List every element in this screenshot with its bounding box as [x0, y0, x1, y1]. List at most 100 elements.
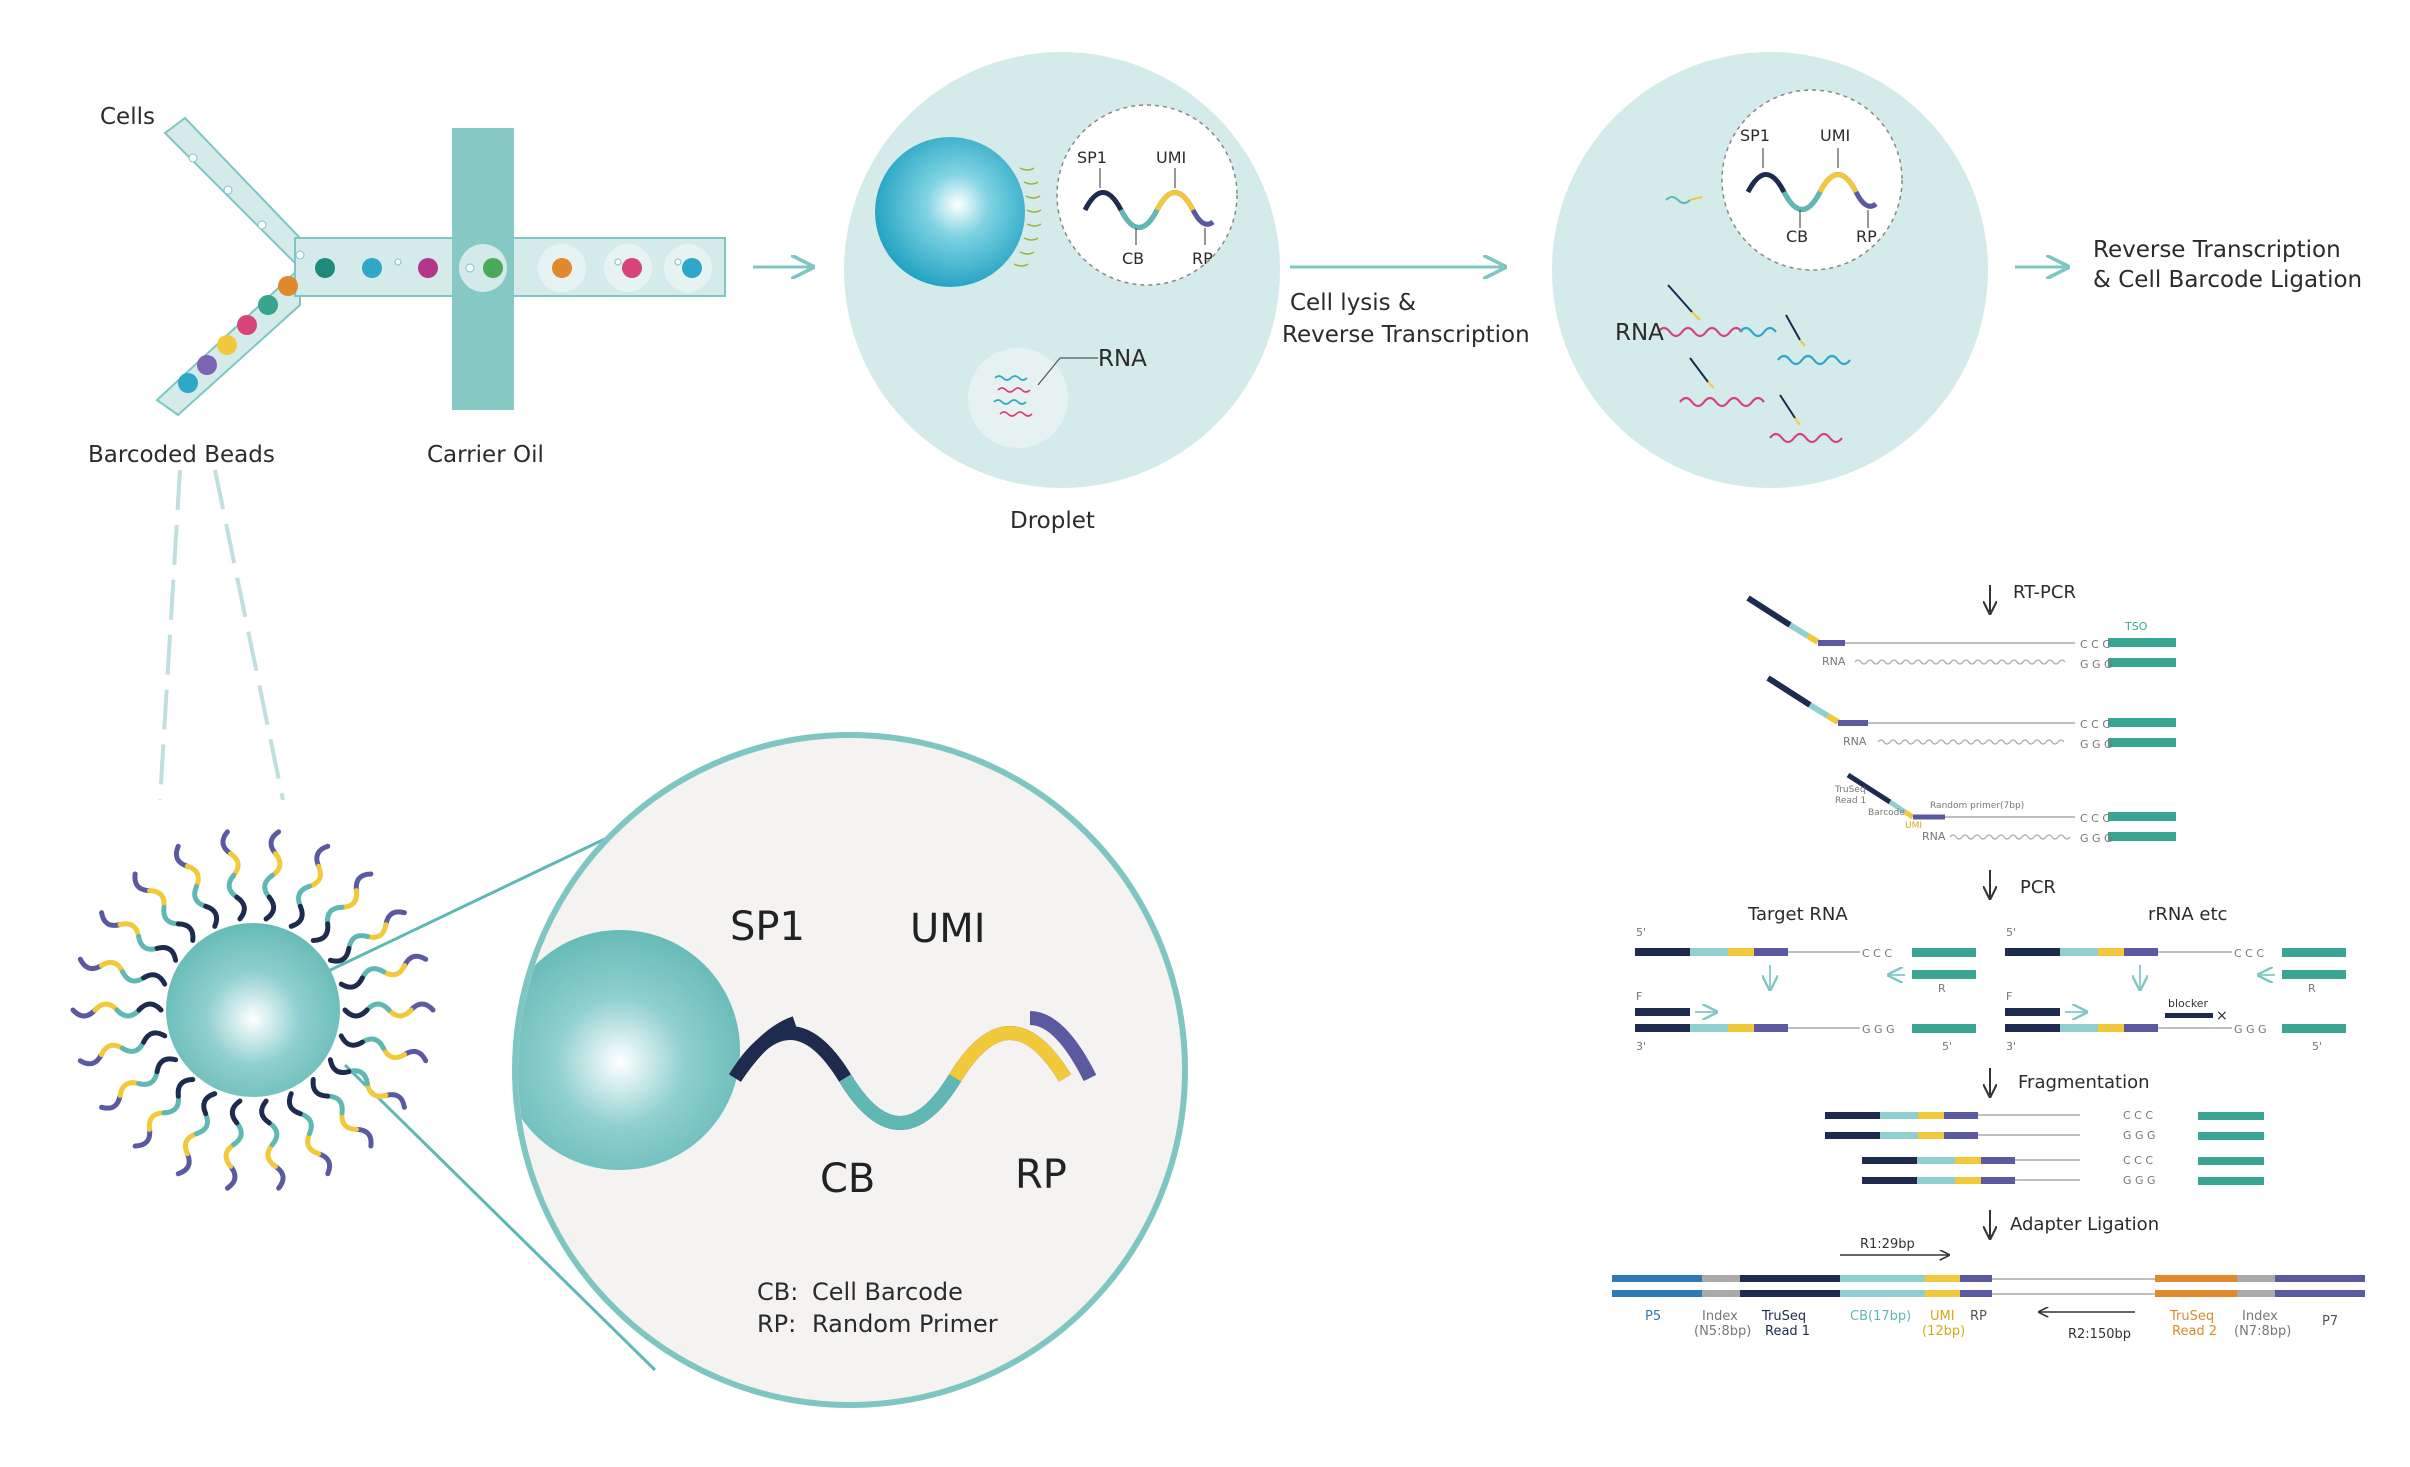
- bead-oligo-segment: [194, 1111, 210, 1137]
- bead-oligo-segment: [402, 1048, 429, 1064]
- bead-oligo-segment: [98, 959, 126, 975]
- legend-rp-value: Random Primer: [812, 1310, 998, 1338]
- legend-cb-value: Cell Barcode: [812, 1278, 963, 1306]
- bead-oligo-segment: [220, 829, 234, 857]
- umi-a: UMI: [1930, 1309, 1955, 1324]
- rrna-5p-end: 5': [2312, 1040, 2322, 1053]
- bead-oligo-segment: [226, 872, 240, 900]
- droplet-cb-label: CB: [1122, 249, 1144, 268]
- bead-oligo-segment: [136, 1001, 164, 1013]
- rrna-ggg: G G G: [2234, 1023, 2267, 1036]
- lysis-circle: [1552, 52, 1988, 488]
- bead-oligo-segment: [305, 1131, 322, 1157]
- bead-oligo-segment: [117, 921, 142, 939]
- ccc-2: C C C: [2080, 718, 2110, 731]
- bead-oligo-segment: [383, 909, 407, 928]
- bead-oligo-segment: [183, 1131, 200, 1157]
- droplet-rna-label: RNA: [1098, 346, 1147, 372]
- truseq1-a: TruSeq: [1761, 1309, 1806, 1324]
- bead-oligo-segment: [154, 1056, 179, 1075]
- bead-oligo-segment: [77, 1052, 104, 1067]
- bead-oligo-segment: [263, 894, 277, 922]
- rna-3: RNA: [1922, 830, 1946, 843]
- bead-oligo-segment: [92, 1001, 120, 1013]
- umi-b: (12bp): [1922, 1324, 1965, 1339]
- target-ggg: G G G: [1862, 1023, 1895, 1036]
- rp-lib-label: RP: [1970, 1309, 1987, 1324]
- bead-oligo-segment: [98, 1042, 126, 1058]
- step-adapter-ligation: Adapter Ligation: [2010, 1214, 2159, 1235]
- bead-oligo-segment: [228, 851, 241, 878]
- bead: [875, 137, 1025, 287]
- bead-oligo-segment: [175, 921, 196, 943]
- lysis-umi-label: UMI: [1820, 126, 1850, 145]
- bead-oligo-segment: [380, 962, 408, 978]
- bead-oligo-segment: [173, 843, 190, 869]
- ccc-3: C C C: [2080, 812, 2110, 825]
- bead-oligo-segment: [364, 922, 389, 940]
- index2-a: Index: [2242, 1309, 2278, 1324]
- bead-oligo-segment: [120, 1039, 147, 1054]
- bead-oligo-segment: [229, 1098, 243, 1126]
- bead-oligo-segment: [99, 910, 123, 928]
- bead-oligo-segment: [141, 1030, 168, 1045]
- bead-oligo-segment: [296, 883, 312, 909]
- target-5p-end: 5': [1942, 1040, 1952, 1053]
- lysis-rna-label: RNA: [1615, 320, 1664, 346]
- bead-oligo-segment: [359, 1036, 386, 1051]
- rrna-5p: 5': [2006, 926, 2016, 939]
- bead-oligo-segment: [231, 1120, 244, 1148]
- tso-label: TSO: [2124, 620, 2148, 633]
- bead-oligo-segment: [310, 921, 331, 943]
- zoom-rp-label: RP: [1015, 1152, 1067, 1198]
- bead-oligo-segment: [262, 872, 275, 900]
- step-rt-pcr: RT-PCR: [2013, 582, 2076, 603]
- umi-small-label: UMI: [1905, 821, 1922, 831]
- droplet-umi-label: UMI: [1156, 148, 1186, 167]
- bead-oligo-segment: [269, 851, 283, 878]
- r2-label: R2:150bp: [2068, 1327, 2131, 1342]
- index1-a: Index: [1702, 1309, 1738, 1324]
- index2-b: (N7:8bp): [2234, 1324, 2291, 1339]
- ccc-1: C C C: [2080, 638, 2110, 651]
- droplet-circle: [844, 52, 1280, 488]
- target-rna-title: Target RNA: [1747, 904, 1848, 925]
- bead-oligo-segment: [99, 1092, 123, 1111]
- bead-oligo-segment: [147, 888, 167, 910]
- truseq-read1-a: TruSeq: [1834, 785, 1866, 795]
- bead-oligo-segment: [132, 871, 153, 894]
- bead-strands: [1013, 167, 1042, 267]
- bead-oligo-segment: [316, 1151, 333, 1177]
- bead-zoom-connector: [158, 469, 657, 1372]
- step-pcr: PCR: [2020, 877, 2056, 898]
- bead-oligo-segment: [201, 1091, 218, 1117]
- rrna-f: F: [2006, 990, 2012, 1003]
- rrna-etc-title: rRNA etc: [2148, 904, 2227, 925]
- bead-oligo-segment: [286, 1091, 303, 1117]
- step-ligation-line2: & Cell Barcode Ligation: [2093, 267, 2362, 293]
- bead-oligo-segment: [310, 1077, 331, 1099]
- p5-label: P5: [1645, 1309, 1661, 1324]
- lysis-sp1-label: SP1: [1740, 126, 1770, 145]
- r1-label: R1:29bp: [1860, 1237, 1915, 1252]
- target-5p: 5': [1636, 926, 1646, 939]
- bead-oligo-segment: [192, 883, 209, 909]
- frag-ggg-2: G G G: [2123, 1174, 2156, 1187]
- frag-ccc-1: C C C: [2123, 1109, 2153, 1122]
- target-3p: 3': [1636, 1040, 1646, 1053]
- zoom-sp1-label: SP1: [730, 904, 805, 950]
- bead-oligo-segment: [339, 1110, 359, 1132]
- cells-label: Cells: [100, 104, 155, 130]
- droplet-zoom-circle: [1056, 104, 1238, 286]
- carrier-oil-label: Carrier Oil: [427, 442, 544, 468]
- droplet-label: Droplet: [1010, 508, 1095, 534]
- bead-oligo-segment: [161, 1093, 182, 1116]
- bead-oligo-segment: [132, 1126, 153, 1149]
- barcoded-bead-large: [70, 829, 436, 1191]
- step-ligation-line1: Reverse Transcription: [2093, 237, 2341, 263]
- bead-oligo-segment: [297, 1111, 314, 1137]
- rna-2: RNA: [1843, 735, 1867, 748]
- truseq-read1-b: Read 1: [1835, 796, 1866, 806]
- bead-oligo-segment: [266, 1120, 280, 1148]
